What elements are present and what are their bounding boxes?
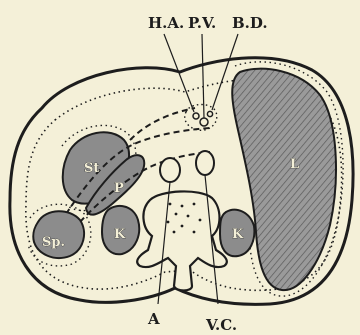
pancreas-label: P [114, 181, 124, 196]
bile-duct-label: B.D. [232, 14, 268, 32]
aorta [160, 158, 180, 182]
spleen-label: Sp. [42, 235, 65, 250]
portal-vein-vessel [200, 118, 208, 126]
kidney-left-label: K [114, 227, 126, 242]
kidney-right-label: K [232, 227, 244, 242]
vena-cava [196, 151, 214, 175]
portal-vein-leader [202, 34, 204, 118]
stomach-label: St [84, 161, 99, 176]
vena-cava-label: V.C. [205, 316, 237, 334]
hepatic-artery-vessel [193, 113, 199, 119]
portal-vein-label: P.V. [188, 14, 216, 32]
hepatic-artery-label: H.A. [148, 14, 184, 32]
hepatic-artery-leader [164, 34, 194, 112]
aorta-label: A [147, 310, 160, 328]
bile-duct-vessel [207, 111, 212, 116]
liver-label: L [290, 157, 299, 172]
liver-organ [232, 69, 336, 290]
